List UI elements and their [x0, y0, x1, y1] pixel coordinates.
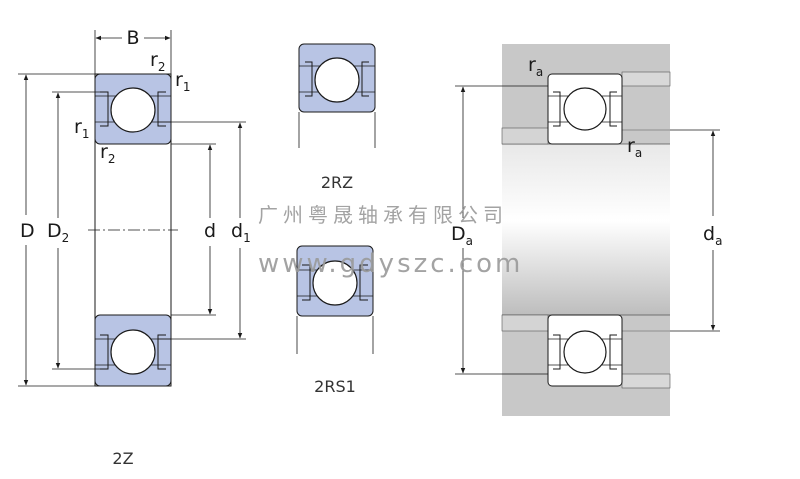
ball — [314, 57, 360, 103]
watermark-url: www.gdyszc.com — [258, 249, 523, 279]
caption-2RS1: 2RS1 — [314, 377, 356, 396]
ball — [563, 330, 607, 374]
fillet-label-ra-top: ra — [528, 54, 543, 79]
watermark-company: 广州粤晟轴承有限公司 — [258, 203, 508, 227]
corner-label-r2-top: r2 — [150, 49, 165, 74]
corner-label-r1-top: r1 — [175, 69, 190, 94]
caption-2RZ: 2RZ — [321, 173, 353, 192]
dimension-da-label: da — [703, 223, 722, 248]
main-bearing: B r2 r1 r1 r2 D D2 d d1 2Z — [18, 27, 251, 468]
ball — [110, 87, 156, 133]
ball — [563, 87, 607, 131]
bearing-top-section — [94, 73, 172, 145]
bearing-bottom-section — [94, 314, 172, 387]
shaft — [502, 144, 670, 315]
mounted-bearing-bottom — [547, 314, 623, 387]
variant-2rs1: 2RS1 — [296, 245, 374, 396]
caption-2Z: 2Z — [112, 449, 133, 468]
mounted-bearing-top — [547, 73, 623, 145]
dimension-Da-label: Da — [451, 223, 473, 248]
fillet-label-ra-right: ra — [627, 135, 642, 160]
dimension-d1-label: d1 — [231, 220, 251, 245]
dimension-B-label: B — [126, 27, 139, 49]
ball — [312, 260, 358, 306]
dimension-D2-label: D2 — [47, 220, 69, 245]
dimension-D-label: D — [20, 220, 35, 242]
corner-label-r2-inner: r2 — [100, 141, 115, 166]
dimension-d-label: d — [204, 220, 216, 242]
corner-label-r1-left: r1 — [74, 116, 89, 141]
variant-2rz: 2RZ — [298, 43, 376, 192]
ball — [110, 329, 156, 375]
mounting-diagram: ra ra Da da — [451, 44, 722, 416]
watermark: 广州粤晟轴承有限公司 www.gdyszc.com — [258, 203, 523, 279]
